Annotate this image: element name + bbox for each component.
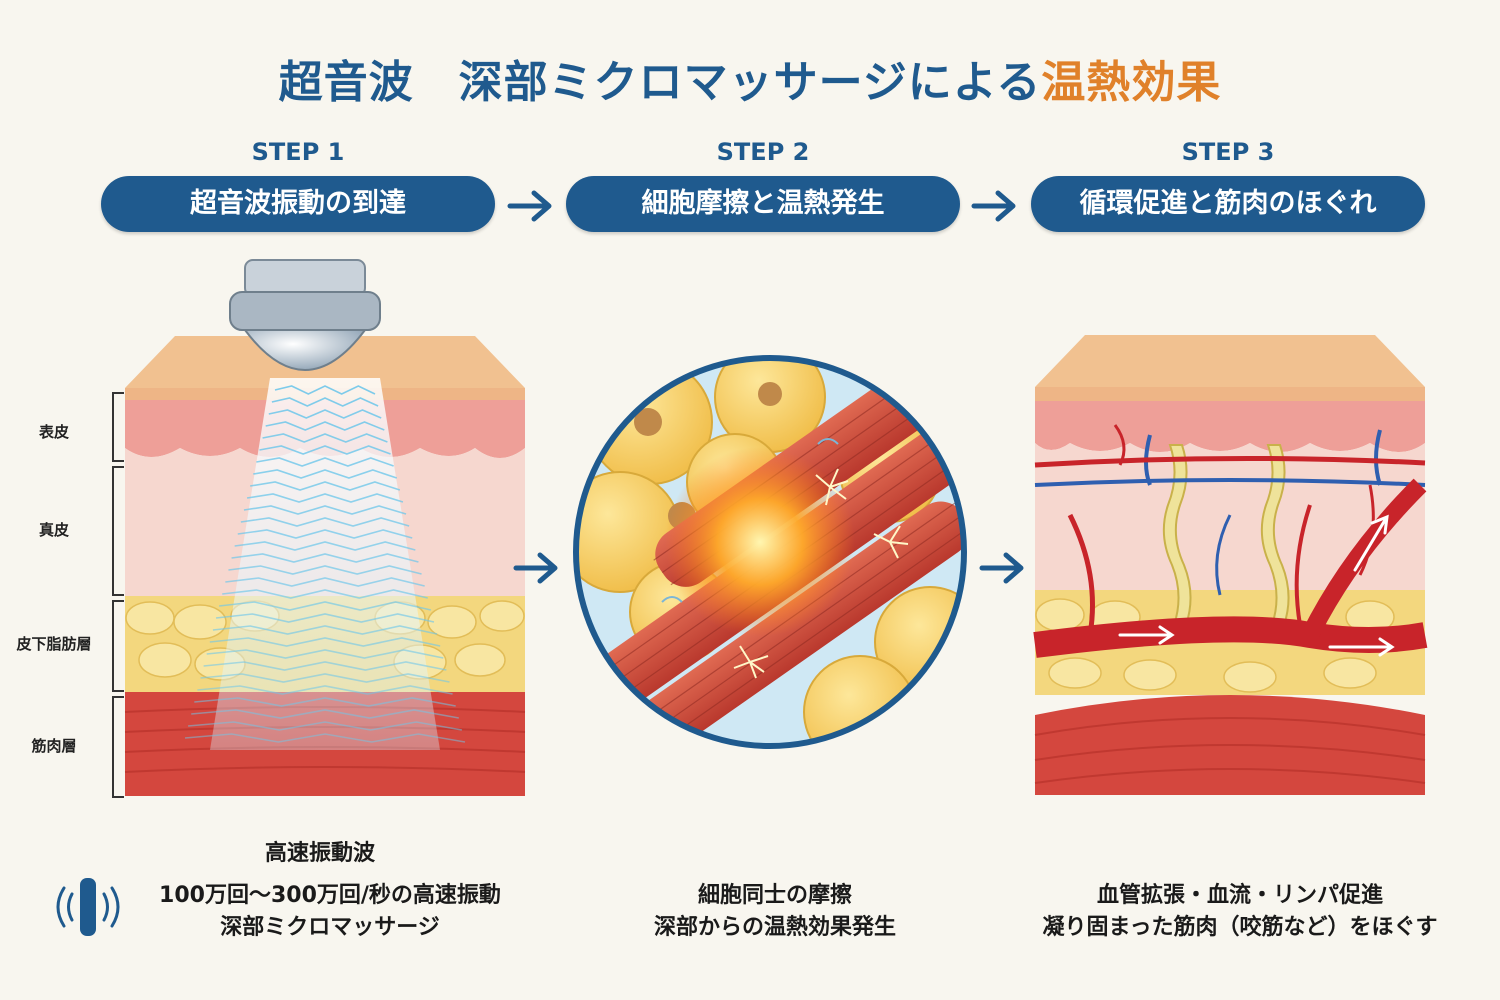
heat-spark-icon (733, 468, 909, 679)
ultrasound-wave-line (268, 409, 382, 419)
step-2-title: 細胞摩擦と温熱発生 (566, 176, 960, 232)
cell-friction-magnified-view (573, 355, 967, 749)
ultrasound-wave-line (191, 709, 459, 719)
layer-label-epidermis: 表皮 (38, 423, 69, 441)
ultrasound-wave-line (274, 385, 376, 395)
title-accent: 温熱効果 (1041, 57, 1222, 108)
layer-label-muscle: 筋肉層 (31, 737, 77, 755)
step-2-label: STEP 2 (716, 138, 810, 166)
ultrasound-wave-line (250, 481, 401, 491)
ultrasound-wave-line (209, 637, 441, 647)
vibration-wave-icon (56, 878, 120, 936)
arrow-right-icon (513, 552, 558, 584)
ultrasound-wave-line (228, 565, 422, 575)
skin-cross-section-step1 (124, 259, 526, 796)
ultrasound-wave-line (243, 505, 407, 515)
bracket (112, 392, 124, 462)
step-3-label: STEP 3 (1181, 138, 1275, 166)
bracket (112, 600, 124, 692)
bracket (112, 696, 124, 798)
ultrasound-wave-line (194, 697, 456, 707)
ultrasound-wave-line (253, 469, 397, 479)
page-title: 超音波 深部ミクロマッサージによる温熱効果 (0, 46, 1500, 110)
ultrasound-wave-line (246, 493, 404, 503)
ultrasound-wave-line (240, 517, 410, 527)
ultrasound-wave-line (203, 661, 447, 671)
heat-glow (665, 447, 855, 637)
ultrasound-wave-line (184, 733, 466, 743)
ultrasound-wave-line (212, 625, 438, 635)
step-2-caption-line-1: 細胞同士の摩擦 (697, 883, 852, 908)
ultrasound-wave-line (259, 445, 391, 455)
ultrasound-wave-line (197, 685, 453, 695)
step-2-caption-line-2: 深部からの温熱効果発生 (653, 915, 896, 940)
ultrasound-wave-line (188, 721, 463, 731)
ultrasound-probe-icon (229, 259, 381, 371)
ultrasound-wave-line (206, 649, 444, 659)
ultrasound-wave-line (262, 433, 388, 443)
step-3-title: 循環促進と筋肉のほぐれ (1031, 176, 1425, 232)
step-1-title: 超音波振動の到達 (101, 176, 495, 232)
ultrasound-wave-line (225, 577, 425, 587)
blood-flow-cross-section (1033, 335, 1428, 795)
ultrasound-wave-line (271, 397, 379, 407)
title-main: 超音波 深部ミクロマッサージによる (278, 57, 1042, 108)
step-1-caption-line-1: 100万回〜300万回/秒の高速振動 (159, 883, 501, 908)
step-1-label: STEP 1 (251, 138, 345, 166)
layer-label-subcutaneous-fat: 皮下脂肪層 (16, 635, 92, 653)
ultrasound-wave-line (222, 589, 428, 599)
step-1-caption-line-2: 深部ミクロマッサージ (220, 915, 440, 940)
arrow-right-icon (979, 552, 1024, 584)
ultrasound-wave-line (256, 457, 394, 467)
step-3-caption-line-2: 凝り固まった筋肉（咬筋など）をほぐす (1042, 915, 1438, 940)
ultrasound-wave-line (237, 529, 413, 539)
arrow-right-icon (507, 190, 552, 222)
arrow-right-icon (971, 190, 1016, 222)
ultrasound-wave-line (234, 541, 416, 551)
ultrasound-wave-line (231, 553, 419, 563)
bracket (112, 466, 124, 596)
ultrasound-wave-line (200, 673, 450, 683)
ultrasound-wave-line (219, 601, 432, 611)
ultrasound-wave-line (215, 613, 435, 623)
step-1-caption-heading: 高速振動波 (264, 841, 375, 866)
step-3-caption-line-1: 血管拡張・血流・リンパ促進 (1096, 883, 1383, 908)
layer-label-dermis: 真皮 (38, 521, 69, 539)
ultrasound-wave-line (265, 421, 385, 431)
